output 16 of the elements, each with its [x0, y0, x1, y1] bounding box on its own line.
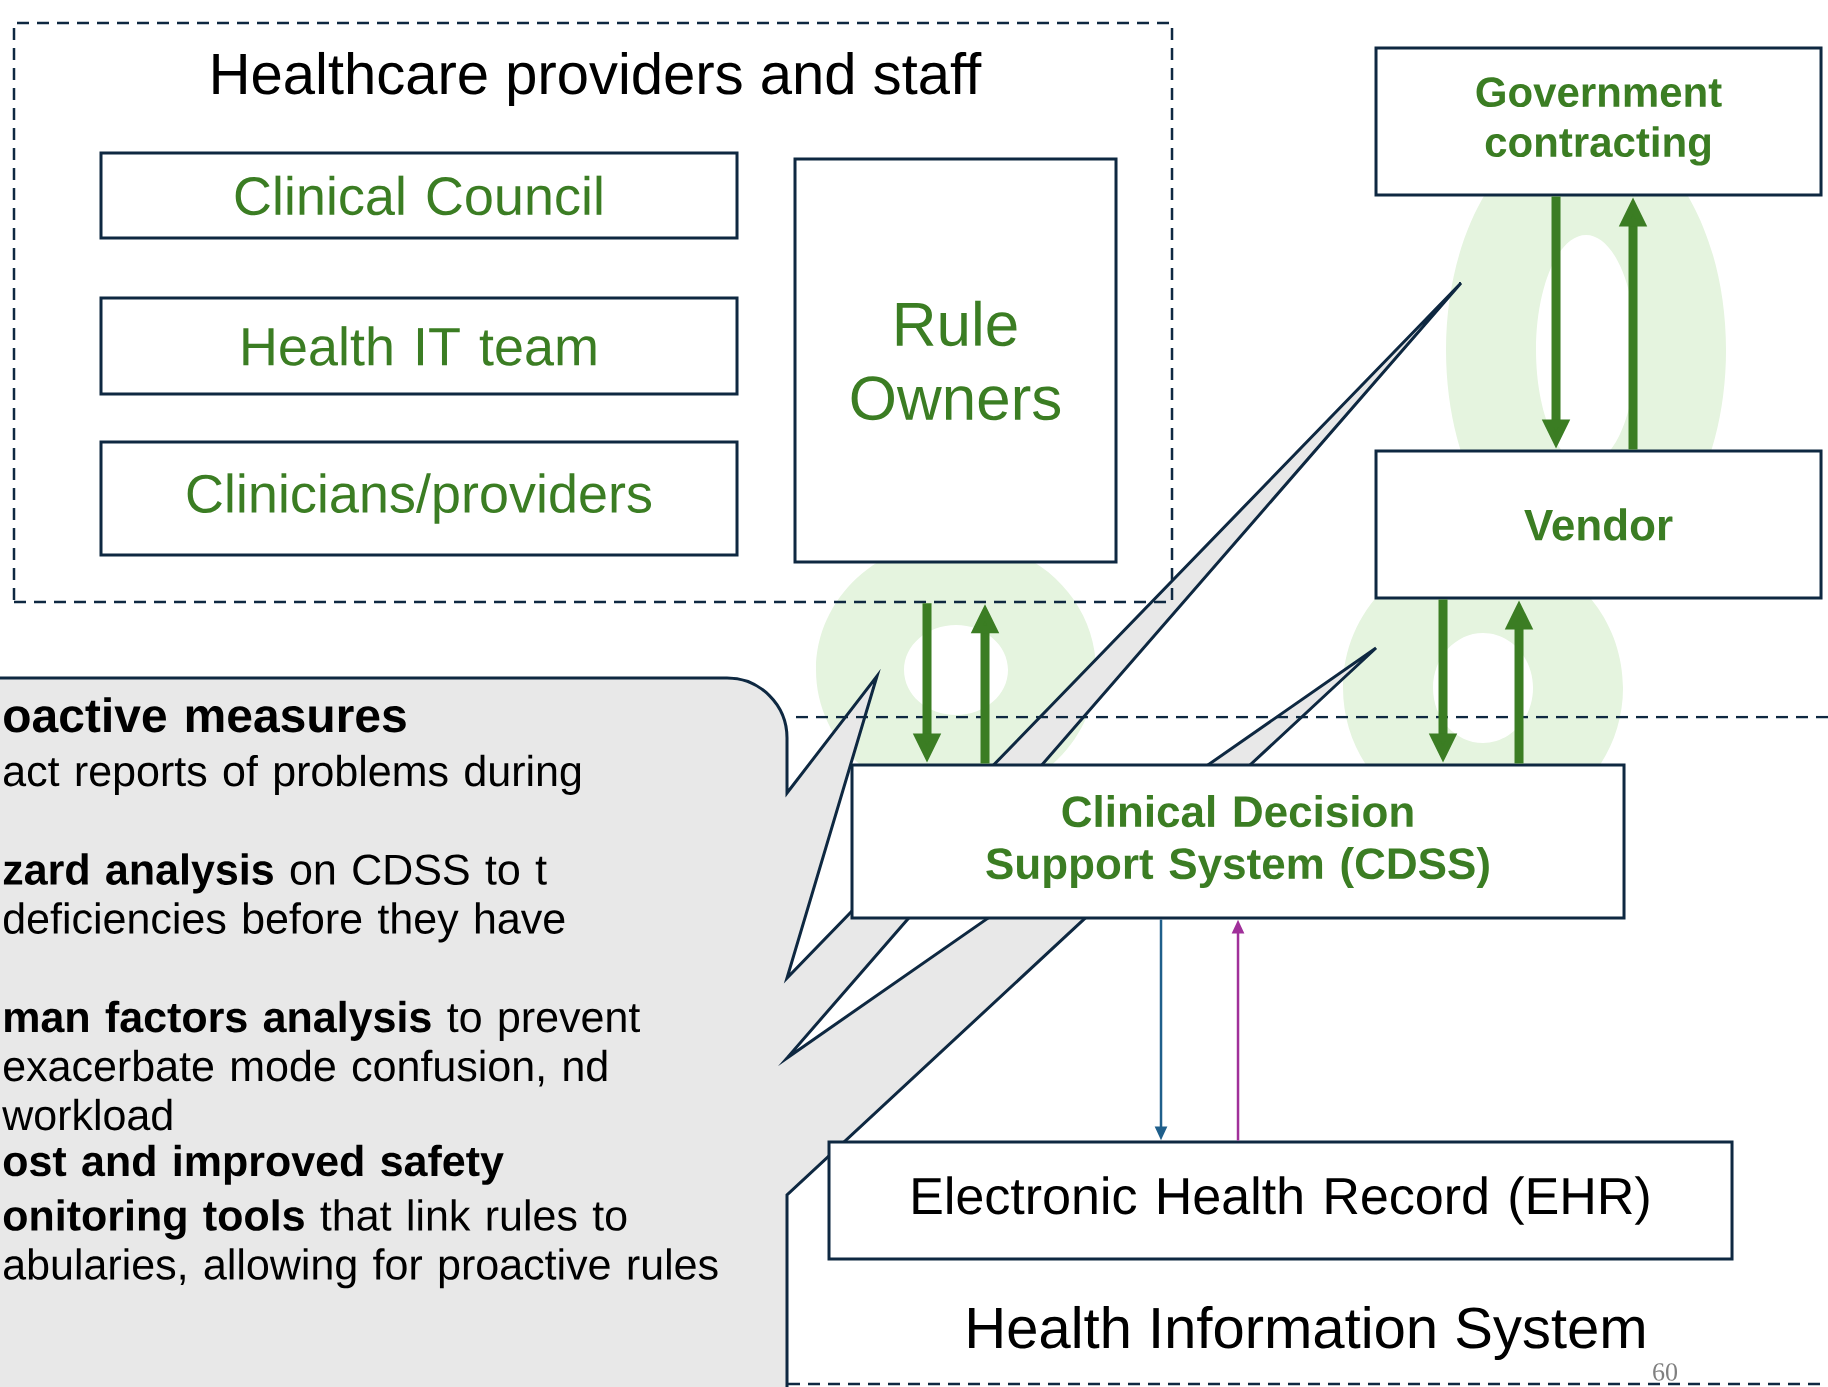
region-title: Health Information System [969, 1305, 1644, 1360]
role-box: Clinicians/providers [99, 440, 739, 557]
page-number: 60 [1653, 1363, 1678, 1381]
rule-owners-box: Rule Owners [793, 157, 1118, 564]
cdss-box: Clinical Decision Support System (CDSS) [850, 763, 1626, 920]
callout-text: act reports of problems during [4, 754, 581, 795]
contracting-box: Government contracting [1374, 46, 1823, 197]
callout-text: zard analysis on CDSS to t deficiencies before they have [3, 853, 565, 943]
ehr-box: Electronic Health Record (EHR) [827, 1140, 1734, 1261]
callout-heading: ost and improved safety [3, 1144, 504, 1185]
role-box: Health IT team [99, 296, 739, 396]
callout-text: onitoring tools that link rules to abularies, allowing for proactive rules [3, 1199, 718, 1289]
role-box: Clinical Council [99, 151, 739, 240]
vendor-box: Vendor [1374, 449, 1823, 600]
region-title: Healthcare providers and staff [213, 51, 982, 106]
callout-heading: oactive measures [4, 697, 406, 733]
